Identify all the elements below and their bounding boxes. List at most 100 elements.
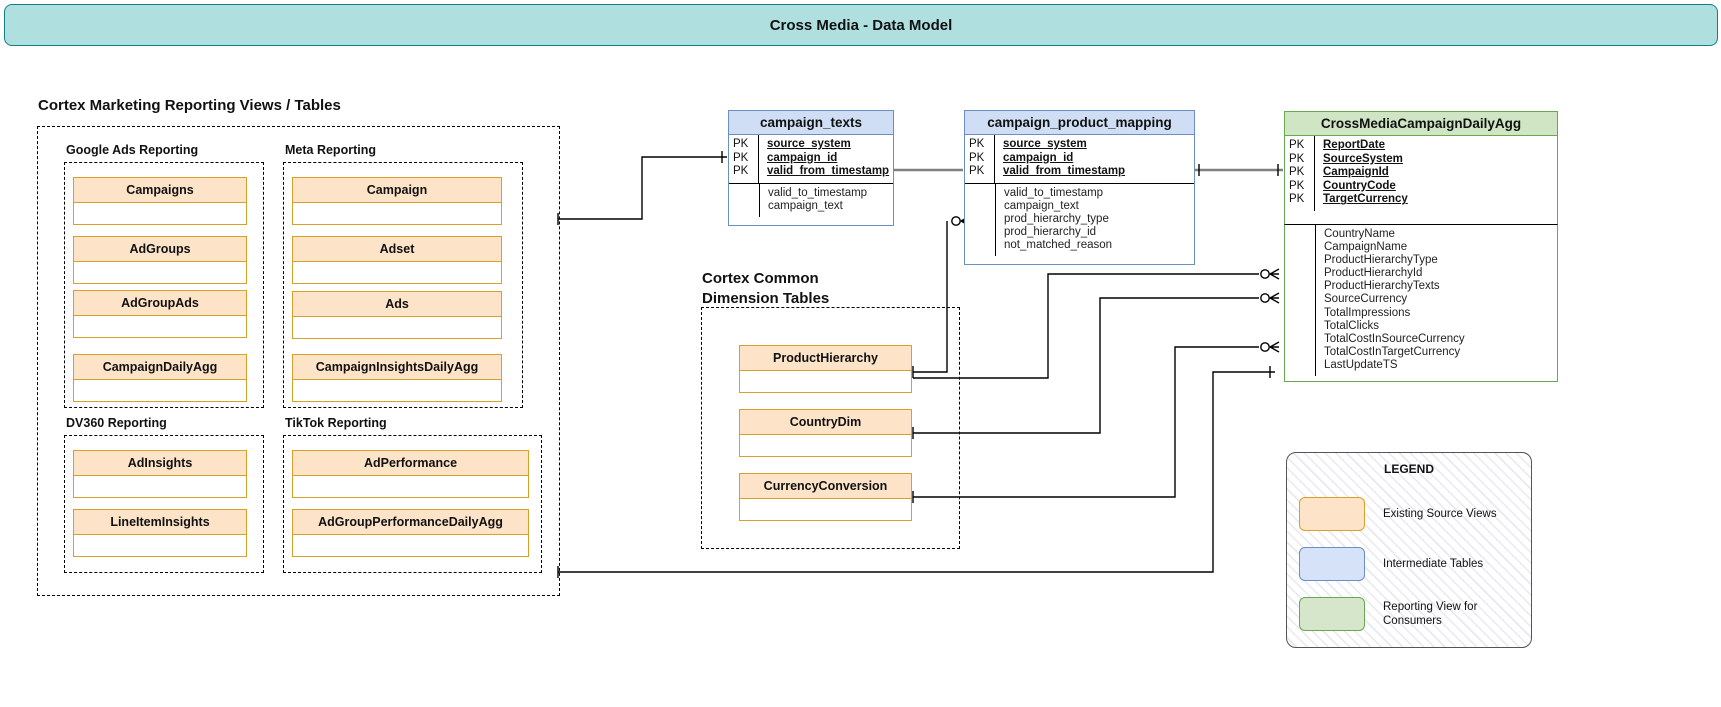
entity-adgroupads[interactable]: AdGroupAds	[73, 290, 247, 338]
er-table-campaign-texts[interactable]: campaign_texts PK PK PK source_system ca…	[728, 110, 894, 226]
er-table-title: campaign_product_mapping	[965, 111, 1194, 135]
entity-campaigns[interactable]: Campaigns	[73, 177, 247, 225]
entity-body	[74, 380, 246, 426]
attribute: TotalClicks	[1324, 319, 1379, 332]
pk-field: source_system	[767, 138, 851, 150]
pk-label: PK	[969, 165, 985, 178]
er-table-title: CrossMediaCampaignDailyAgg	[1285, 112, 1557, 136]
entity-meta-ads[interactable]: Ads	[292, 291, 502, 339]
entity-header: LineItemInsights	[74, 510, 246, 535]
pk-label: PK	[969, 138, 985, 150]
dimension-section-title: Cortex Common Dimension Tables	[702, 270, 830, 307]
attribute: TotalCostInSourceCurrency	[1324, 332, 1465, 345]
attribute: prod_hierarchy_id	[1004, 226, 1097, 239]
group-title-tiktok: TikTok Reporting	[285, 416, 387, 430]
er-table-crossmedia-attributes: CountryName CampaignName ProductHierarch…	[1284, 224, 1558, 382]
pk-field: SourceSystem	[1323, 152, 1403, 165]
er-attr-keycol	[1285, 225, 1316, 377]
legend-box: LEGEND Existing Source Views Intermediat…	[1286, 452, 1532, 648]
pk-label: PK	[1289, 166, 1305, 179]
er-key-section: PK PK PK source_system campaign_id valid…	[965, 135, 1194, 183]
attribute: ProductHierarchyTexts	[1324, 280, 1440, 293]
entity-meta-adset[interactable]: Adset	[292, 236, 502, 284]
pk-field: CampaignId	[1323, 166, 1389, 179]
er-key-fields: source_system campaign_id valid_from_tim…	[995, 135, 1194, 183]
entity-body	[293, 535, 528, 581]
attribute: not_matched_reason	[1004, 239, 1113, 252]
legend-swatch-reporting-view	[1299, 597, 1365, 631]
attribute: CampaignName	[1324, 241, 1408, 254]
entity-producthierarchy[interactable]: ProductHierarchy	[739, 345, 912, 393]
attribute: campaign_text	[1004, 199, 1079, 212]
legend-title: LEGEND	[1383, 462, 1434, 476]
entity-meta-campaign[interactable]: Campaign	[292, 177, 502, 225]
pk-field: valid_from_timestamp	[1003, 165, 1126, 178]
er-attr-section: valid_to_timestamp campaign_text	[729, 182, 893, 217]
entity-header: CurrencyConversion	[740, 474, 911, 499]
attribute: SourceCurrency	[1324, 293, 1408, 306]
entity-body	[740, 499, 911, 545]
attribute: CountryName	[1324, 228, 1395, 240]
entity-header: AdGroupAds	[74, 291, 246, 316]
page-title: Cross Media - Data Model	[769, 16, 953, 34]
pk-field: ReportDate	[1323, 139, 1385, 151]
pk-label: PK	[733, 151, 749, 164]
group-title-dv360: DV360 Reporting	[66, 416, 167, 430]
entity-adgroupperformancedailyagg[interactable]: AdGroupPerformanceDailyAgg	[292, 509, 529, 557]
attribute: TotalImpressions	[1324, 306, 1411, 319]
pk-field: source_system	[1003, 138, 1087, 150]
legend-label-intermediate-tables: Intermediate Tables	[1383, 558, 1484, 570]
pk-label: PK	[1289, 139, 1305, 151]
entity-adinsights[interactable]: AdInsights	[73, 450, 247, 498]
er-key-section: PK PK PK source_system campaign_id valid…	[729, 135, 893, 183]
er-key-section: PK PK PK PK PK ReportDate SourceSystem C…	[1285, 136, 1557, 211]
er-key-labels: PK PK PK	[729, 135, 759, 183]
attribute: TotalCostInTargetCurrency	[1324, 345, 1461, 358]
diagram-title-bar: Cross Media - Data Model	[4, 4, 1718, 46]
legend-swatch-existing-source-views	[1299, 497, 1365, 531]
er-attr-keycol	[729, 183, 760, 217]
entity-body	[74, 535, 246, 581]
er-attr-fields: valid_to_timestamp campaign_text	[760, 184, 893, 217]
pk-field: campaign_id	[767, 151, 838, 164]
legend-label-existing-source-views: Existing Source Views	[1383, 508, 1497, 520]
group-box-google-ads	[64, 162, 264, 408]
pk-label: PK	[1289, 179, 1305, 192]
entity-lineiteminsights[interactable]: LineItemInsights	[73, 509, 247, 557]
pk-label: PK	[733, 165, 749, 178]
er-table-campaign-product-mapping[interactable]: campaign_product_mapping PK PK PK source…	[964, 110, 1195, 265]
attribute: LastUpdateTS	[1324, 358, 1398, 371]
er-attr-fields: valid_to_timestamp campaign_text prod_hi…	[996, 184, 1194, 256]
entity-countrydim[interactable]: CountryDim	[739, 409, 912, 457]
pk-label: PK	[1289, 152, 1305, 165]
entity-header: AdInsights	[74, 451, 246, 476]
pk-label: PK	[969, 151, 985, 164]
legend-label-reporting-view: Reporting View for Consumers	[1383, 601, 1478, 627]
entity-meta-campaigninsightsdailyagg[interactable]: CampaignInsightsDailyAgg	[292, 354, 502, 402]
er-attr-fields: CountryName CampaignName ProductHierarch…	[1316, 225, 1557, 376]
entity-header: Adset	[293, 237, 501, 262]
pk-field: campaign_id	[1003, 151, 1074, 164]
entity-adperformance[interactable]: AdPerformance	[292, 450, 529, 498]
entity-header: AdPerformance	[293, 451, 528, 476]
group-title-meta: Meta Reporting	[285, 143, 376, 157]
attribute: campaign_text	[768, 199, 843, 212]
entity-currencyconversion[interactable]: CurrencyConversion	[739, 473, 912, 521]
entity-header: CampaignInsightsDailyAgg	[293, 355, 501, 380]
pk-field: TargetCurrency	[1323, 193, 1408, 206]
er-key-fields: source_system campaign_id valid_from_tim…	[759, 135, 895, 183]
attribute: ProductHierarchyType	[1324, 254, 1438, 267]
left-section-title: Cortex Marketing Reporting Views / Table…	[38, 97, 341, 114]
group-box-meta	[283, 162, 523, 408]
reporting-views-container	[37, 126, 560, 596]
entity-adgroups[interactable]: AdGroups	[73, 236, 247, 284]
entity-header: AdGroupPerformanceDailyAgg	[293, 510, 528, 535]
attribute: prod_hierarchy_type	[1004, 212, 1109, 225]
entity-campaigndailyagg[interactable]: CampaignDailyAgg	[73, 354, 247, 402]
pk-label: PK	[733, 138, 749, 150]
attribute: ProductHierarchyId	[1324, 267, 1423, 280]
er-key-fields: ReportDate SourceSystem CampaignId Count…	[1315, 136, 1557, 211]
entity-header: ProductHierarchy	[740, 346, 911, 371]
er-attr-section: valid_to_timestamp campaign_text prod_hi…	[965, 182, 1194, 257]
entity-body	[293, 380, 501, 426]
